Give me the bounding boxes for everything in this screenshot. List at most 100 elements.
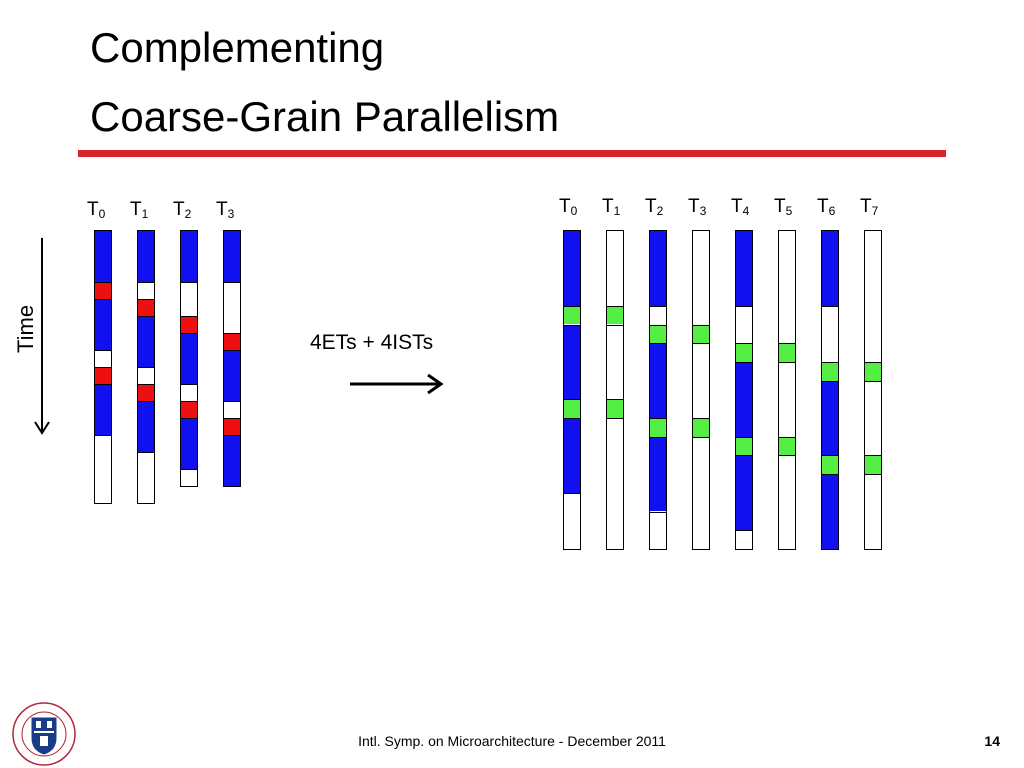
right-thread-label-1: T1	[602, 197, 620, 221]
right-thread-label-sub-3: 3	[699, 204, 707, 218]
left-thread-label-0: T0	[87, 200, 105, 224]
university-crest-icon	[12, 702, 76, 766]
left-thread-label-3: T3	[216, 200, 234, 224]
right-thread-5-segment-sync	[779, 436, 795, 456]
right-thread-label-2: T2	[645, 197, 663, 221]
right-thread-bar-2	[649, 230, 667, 550]
right-thread-5-segment-sync	[779, 343, 795, 362]
left-thread-1-segment-stall	[138, 299, 154, 316]
right-thread-bar-4	[735, 230, 753, 550]
right-thread-bar-3	[692, 230, 710, 550]
transform-label: 4ETs + 4ISTs	[310, 331, 434, 354]
left-thread-label-1: T1	[130, 200, 148, 224]
right-thread-4-segment-idle	[736, 305, 752, 344]
left-thread-0-segment-stall	[95, 367, 111, 384]
left-thread-bar-2	[180, 230, 198, 487]
right-thread-2-segment-work	[650, 231, 666, 306]
left-thread-bar-1	[137, 230, 155, 504]
left-thread-3-segment-stall	[224, 418, 240, 435]
right-thread-3-segment-sync	[693, 324, 709, 344]
left-thread-2-segment-idle	[181, 282, 197, 316]
right-thread-label-main-2: T	[645, 196, 657, 217]
right-thread-4-segment-work	[736, 231, 752, 306]
right-thread-4-segment-sync	[736, 343, 752, 362]
left-thread-label-main-1: T	[130, 199, 142, 220]
right-thread-3-segment-sync	[693, 418, 709, 437]
right-thread-label-main-1: T	[602, 196, 614, 217]
right-arrow-icon	[350, 373, 444, 395]
left-thread-1-segment-idle	[138, 452, 154, 503]
right-thread-label-4: T4	[731, 197, 749, 221]
right-thread-2-segment-idle	[650, 305, 666, 325]
right-thread-label-sub-4: 4	[742, 204, 750, 218]
left-thread-label-sub-2: 2	[184, 207, 192, 221]
right-thread-4-segment-work	[736, 361, 752, 437]
right-thread-4-segment-idle	[736, 530, 752, 549]
right-thread-label-sub-2: 2	[656, 204, 664, 218]
left-thread-label-main-0: T	[87, 199, 99, 220]
right-thread-5-segment-idle	[779, 231, 795, 344]
right-thread-2-segment-work	[650, 436, 666, 512]
right-thread-label-sub-7: 7	[871, 204, 879, 218]
right-thread-3-segment-idle	[693, 231, 709, 325]
slide-title-line-2: Coarse-Grain Parallelism	[90, 93, 560, 140]
page-number: 14	[984, 733, 1000, 749]
slide-title-line-1: Complementing	[90, 24, 385, 71]
right-thread-0-segment-sync	[564, 305, 580, 325]
left-thread-label-sub-0: 0	[98, 207, 106, 221]
left-thread-0-segment-work	[95, 384, 111, 435]
right-thread-4-segment-sync	[736, 436, 752, 456]
left-thread-2-segment-idle	[181, 384, 197, 401]
right-thread-bar-7	[864, 230, 882, 550]
right-thread-label-main-5: T	[774, 196, 786, 217]
right-thread-5-segment-idle	[779, 361, 795, 437]
left-thread-0-segment-work	[95, 299, 111, 350]
left-thread-2-segment-idle	[181, 469, 197, 486]
right-thread-7-segment-idle	[865, 231, 881, 362]
right-thread-1-segment-idle	[607, 418, 623, 549]
right-thread-label-sub-5: 5	[785, 204, 793, 218]
right-thread-label-main-3: T	[688, 196, 700, 217]
right-thread-6-segment-sync	[822, 361, 838, 381]
left-thread-bar-3	[223, 230, 241, 487]
left-thread-0-segment-work	[95, 231, 111, 282]
left-thread-label-main-2: T	[173, 199, 185, 220]
right-thread-1-segment-sync	[607, 399, 623, 418]
right-thread-6-segment-sync	[822, 455, 838, 475]
right-thread-label-main-7: T	[860, 196, 872, 217]
left-thread-2-segment-work	[181, 231, 197, 282]
right-thread-1-segment-idle	[607, 324, 623, 400]
right-thread-3-segment-idle	[693, 343, 709, 418]
title-underline-rule	[78, 150, 946, 157]
right-thread-0-segment-idle	[564, 492, 580, 549]
right-thread-3-segment-idle	[693, 436, 709, 549]
right-thread-label-6: T6	[817, 197, 835, 221]
left-thread-1-segment-stall	[138, 384, 154, 401]
right-thread-bar-0	[563, 230, 581, 550]
left-thread-0-segment-idle	[95, 435, 111, 503]
right-thread-0-segment-work	[564, 418, 580, 493]
right-thread-label-3: T3	[688, 197, 706, 221]
right-thread-7-segment-sync	[865, 455, 881, 475]
right-thread-2-segment-sync	[650, 324, 666, 344]
right-thread-7-segment-idle	[865, 380, 881, 456]
left-thread-3-segment-work	[224, 350, 240, 401]
right-thread-6-segment-idle	[822, 305, 838, 362]
footer-text: Intl. Symp. on Microarchitecture - Decem…	[358, 733, 666, 749]
right-thread-7-segment-idle	[865, 474, 881, 549]
left-thread-3-segment-stall	[224, 333, 240, 350]
left-thread-1-segment-work	[138, 401, 154, 452]
right-thread-label-sub-1: 1	[613, 204, 621, 218]
right-thread-1-segment-idle	[607, 231, 623, 306]
left-thread-3-segment-work	[224, 231, 240, 282]
right-thread-label-5: T5	[774, 197, 792, 221]
left-thread-0-segment-idle	[95, 350, 111, 367]
right-thread-label-main-6: T	[817, 196, 829, 217]
right-thread-6-segment-work	[822, 231, 838, 306]
left-thread-label-2: T2	[173, 200, 191, 224]
left-thread-label-sub-1: 1	[141, 207, 149, 221]
right-thread-1-segment-sync	[607, 305, 623, 325]
right-thread-2-segment-work	[650, 343, 666, 418]
right-thread-label-sub-6: 6	[828, 204, 836, 218]
left-thread-2-segment-stall	[181, 316, 197, 333]
